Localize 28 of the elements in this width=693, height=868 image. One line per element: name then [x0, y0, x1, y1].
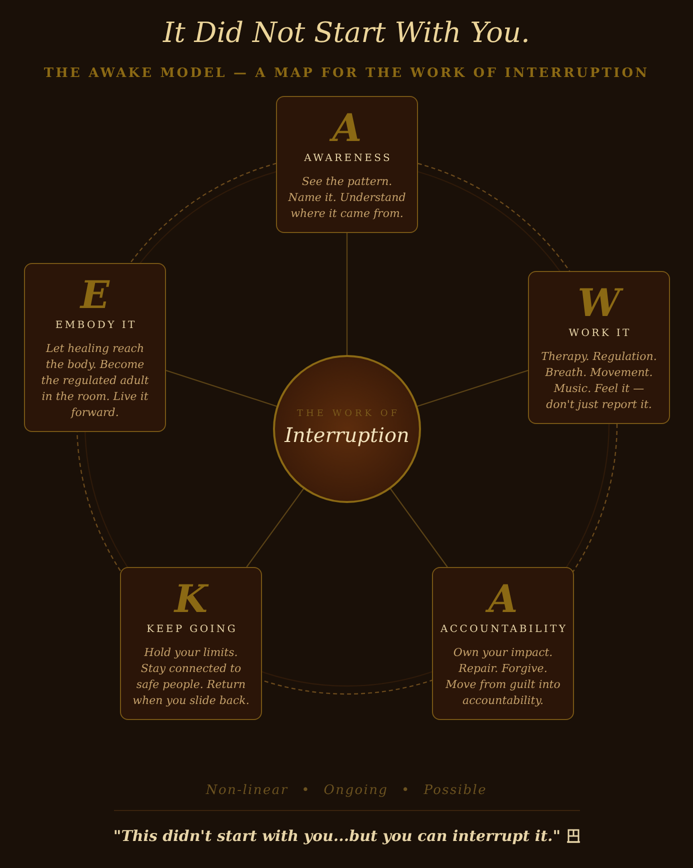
spoke-line: [416, 370, 528, 408]
closing-quote: "This didn't start with you...but you can interrupt it.": [113, 826, 561, 846]
center-circle: [273, 355, 421, 503]
spoke-line: [389, 488, 448, 568]
title: It Did Not Start With You.: [163, 16, 530, 49]
stage-card: [276, 96, 418, 233]
card-title: ACCOUNTABILITY: [439, 624, 568, 636]
card-description: Hold your limits. Stay connected to safe people. Return when you slide back.: [132, 645, 250, 709]
stage-card: [24, 263, 166, 432]
spoke-line: [246, 488, 305, 568]
initial-letter: E: [80, 274, 110, 316]
tagline: Non-linear • Ongoing • Possible: [206, 783, 488, 798]
subtitle: THE AWAKE MODEL — A MAP FOR THE WORK OF INTERRUPTION: [44, 66, 650, 81]
initial-letter: K: [174, 578, 208, 620]
stage-card: [432, 567, 574, 720]
card-title: KEEP GOING: [146, 624, 238, 636]
card-title: EMBODY IT: [54, 320, 137, 332]
stage-card: [120, 567, 262, 720]
card-description: Let healing reach the body. Become the regulated adult in the room. Live it forward.: [40, 341, 150, 421]
hub-title: Interruption: [284, 423, 410, 447]
card-title: AWARENESS: [303, 153, 392, 165]
card-description: See the pattern. Name it. Understand where it came from.: [287, 174, 407, 222]
stage-card: [528, 271, 670, 424]
card-title: WORK IT: [568, 328, 632, 340]
card-description: Own your impact. Repair. Forgive. Move from guilt into accountability.: [444, 645, 562, 709]
spoke-line: [346, 233, 348, 356]
spoke-line: [166, 370, 278, 408]
card-description: Therapy. Regulation. Breath. Movement. Music. Feel it — don't just report it.: [540, 349, 658, 413]
